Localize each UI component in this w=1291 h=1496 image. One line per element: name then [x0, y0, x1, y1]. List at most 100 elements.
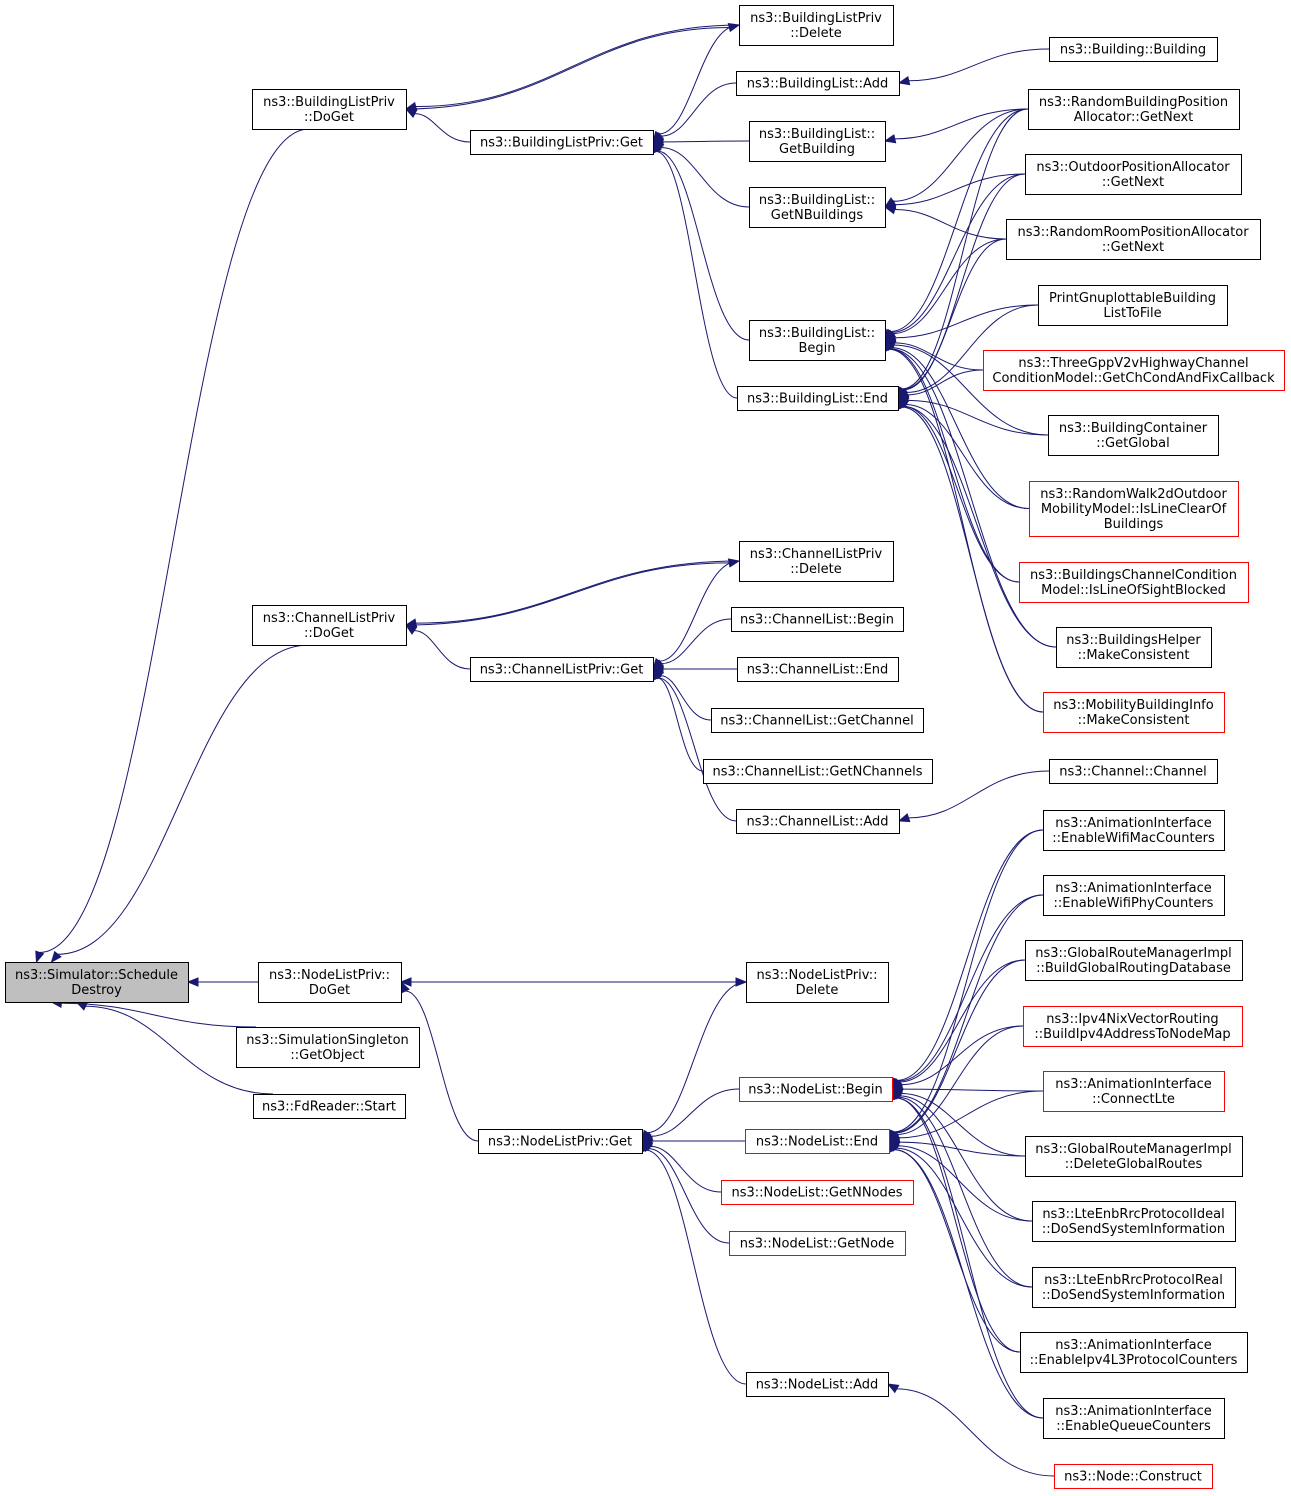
node-label-line: Begin [798, 341, 835, 356]
node-box [983, 350, 1285, 391]
node-clp-doget[interactable]: ns3::ChannelListPriv::DoGet [252, 605, 407, 646]
node-channel[interactable]: ns3::Channel::Channel [1049, 759, 1218, 784]
call-edge-clp_get-to-clp_doget [404, 624, 471, 670]
node-ipv4nix[interactable]: ns3::Ipv4NixVectorRouting::BuildIpv4Addr… [1023, 1006, 1243, 1047]
node-building[interactable]: ns3::Building::Building [1049, 37, 1218, 62]
node-ss-getobject[interactable]: ns3::SimulationSingleton::GetObject [236, 1027, 420, 1068]
call-edge-nl_getnnodes-to-nlp_get [640, 1140, 722, 1193]
node-node-construct[interactable]: ns3::Node::Construct [1054, 1464, 1213, 1489]
call-edge-nlp_delete-to-nlp_get [641, 981, 747, 1143]
node-blp-doget[interactable]: ns3::BuildingListPriv::DoGet [252, 89, 407, 130]
call-edge-bl_getn-to-blp_get [651, 141, 750, 208]
node-box [711, 708, 924, 733]
node-label-line: ns3::ChannelListPriv [263, 611, 396, 626]
node-label-line: GetNBuildings [771, 208, 864, 223]
call-edge-tgpp-to-bl_begin [883, 338, 984, 371]
node-clp-delete[interactable]: ns3::ChannelListPriv::Delete [739, 541, 894, 582]
node-box [739, 1077, 893, 1102]
node-cl-add[interactable]: ns3::ChannelList::Add [736, 809, 900, 834]
call-edge-nl_end-to-nlp_get [640, 1136, 746, 1146]
node-label-line: ListToFile [1103, 306, 1161, 321]
node-label-line: ns3::BuildingsHelper [1066, 633, 1201, 648]
node-blp-delete[interactable]: ns3::BuildingListPriv::Delete [739, 5, 894, 46]
node-lte-ideal[interactable]: ns3::LteEnbRrcProtocolIdeal::DoSendSyste… [1032, 1201, 1236, 1242]
node-ai-wmac[interactable]: ns3::AnimationInterface::EnableWifiMacCo… [1043, 810, 1225, 851]
node-nl-add[interactable]: ns3::NodeList::Add [746, 1372, 889, 1397]
node-bl-getn[interactable]: ns3::BuildingList::GetNBuildings [749, 187, 886, 228]
node-ai-queue[interactable]: ns3::AnimationInterface::EnableQueueCoun… [1043, 1398, 1225, 1439]
node-ai-lte[interactable]: ns3::AnimationInterface::ConnectLte [1043, 1071, 1225, 1112]
node-grm-delete[interactable]: ns3::GlobalRouteManagerImpl::DeleteGloba… [1025, 1136, 1243, 1177]
node-box [1043, 1071, 1225, 1112]
node-label-line: ns3::BuildingsChannelCondition [1030, 568, 1237, 583]
node-rbpa[interactable]: ns3::RandomBuildingPositionAllocator::Ge… [1028, 89, 1240, 130]
node-label-line: ::DoGet [304, 626, 354, 641]
node-grm-build[interactable]: ns3::GlobalRouteManagerImpl::BuildGlobal… [1025, 940, 1243, 981]
call-edge-bl_begin-to-blp_get [652, 140, 750, 341]
node-label-line: ns3::GlobalRouteManagerImpl [1035, 1142, 1232, 1157]
node-nl-getnnodes[interactable]: ns3::NodeList::GetNNodes [721, 1180, 914, 1205]
node-box [1054, 1464, 1213, 1489]
node-box [749, 320, 886, 361]
node-box [1049, 759, 1218, 784]
node-label-line: ns3::RandomBuildingPosition [1039, 95, 1228, 110]
node-bl-begin[interactable]: ns3::BuildingList::Begin [749, 320, 886, 361]
node-bc-global[interactable]: ns3::BuildingContainer::GetGlobal [1048, 415, 1219, 456]
node-nlp-doget[interactable]: ns3::NodeListPriv::DoGet [258, 962, 402, 1003]
node-box [1023, 1006, 1243, 1047]
node-label-line: ns3::ChannelList::Add [746, 815, 888, 830]
call-edge-cl_getn-to-clp_get [652, 667, 704, 772]
node-blp-get[interactable]: ns3::BuildingListPriv::Get [470, 130, 654, 155]
node-fd-start[interactable]: ns3::FdReader::Start [253, 1094, 406, 1119]
node-label-line: Buildings [1104, 517, 1164, 532]
node-label-line: ns3::BuildingListPriv [263, 95, 395, 110]
node-nl-begin[interactable]: ns3::NodeList::Begin [739, 1077, 893, 1102]
node-nlp-delete[interactable]: ns3::NodeListPriv::Delete [746, 962, 889, 1003]
node-label-line: ::DoSendSystemInformation [1042, 1222, 1225, 1237]
node-label-line: ns3::ChannelList::GetChannel [720, 714, 913, 729]
node-label-line: ::BuildIpv4AddressToNodeMap [1034, 1027, 1230, 1042]
node-label-line: ns3::Simulator::Schedule [15, 968, 178, 983]
node-mbi-mc[interactable]: ns3::MobilityBuildingInfo::MakeConsisten… [1043, 692, 1225, 733]
node-label-line: ns3::BuildingContainer [1059, 421, 1208, 436]
node-box [1020, 1332, 1248, 1373]
call-edge-ai_wmac-to-nl_begin [891, 829, 1044, 1091]
node-bccm[interactable]: ns3::BuildingsChannelConditionModel::IsL… [1019, 562, 1249, 603]
call-edge-ai_wphy-to-nl_begin [891, 894, 1044, 1091]
node-label-line: ::EnableQueueCounters [1056, 1419, 1211, 1434]
node-nl-end[interactable]: ns3::NodeList::End [745, 1129, 890, 1154]
node-ai-ipv4[interactable]: ns3::AnimationInterface::EnableIpv4L3Pro… [1020, 1332, 1248, 1373]
call-edge-bl_add-to-blp_get [651, 82, 737, 143]
node-cl-end[interactable]: ns3::ChannelList::End [737, 657, 899, 682]
node-label-line: ns3::NodeList::Add [756, 1378, 879, 1393]
node-box [746, 1372, 889, 1397]
node-box [749, 187, 886, 228]
node-bh-mc[interactable]: ns3::BuildingsHelper::MakeConsistent [1056, 627, 1212, 668]
node-bl-add[interactable]: ns3::BuildingList::Add [736, 71, 900, 96]
node-lte-real[interactable]: ns3::LteEnbRrcProtocolReal::DoSendSystem… [1032, 1267, 1236, 1308]
node-opa[interactable]: ns3::OutdoorPositionAllocator::GetNext [1025, 154, 1242, 195]
node-box [739, 541, 894, 582]
node-rw2d[interactable]: ns3::RandomWalk2dOutdoorMobilityModel::I… [1029, 481, 1239, 537]
node-box [721, 1180, 914, 1205]
node-tgpp[interactable]: ns3::ThreeGppV2vHighwayChannelConditionM… [983, 350, 1285, 391]
node-rrpa[interactable]: ns3::RandomRoomPositionAllocator::GetNex… [1006, 219, 1261, 260]
node-nlp-get[interactable]: ns3::NodeListPriv::Get [478, 1129, 643, 1154]
node-label-line: ns3::RandomWalk2dOutdoor [1040, 487, 1227, 502]
node-label-line: ::EnableIpv4L3ProtocolCounters [1030, 1353, 1238, 1368]
call-edge-grm_build-to-nl_begin [891, 959, 1026, 1090]
node-bl-end[interactable]: ns3::BuildingList::End [737, 386, 899, 411]
node-cl-getn[interactable]: ns3::ChannelList::GetNChannels [703, 759, 933, 784]
node-label-line: ::ConnectLte [1092, 1092, 1175, 1107]
node-nl-getnode[interactable]: ns3::NodeList::GetNode [729, 1231, 906, 1256]
node-label-line: ns3::NodeListPriv::Get [488, 1135, 632, 1150]
node-ai-wphy[interactable]: ns3::AnimationInterface::EnableWifiPhyCo… [1043, 875, 1225, 916]
node-cl-begin[interactable]: ns3::ChannelList::Begin [731, 607, 904, 632]
node-clp-get[interactable]: ns3::ChannelListPriv::Get [470, 657, 654, 682]
node-bl-getbuilding[interactable]: ns3::BuildingList::GetBuilding [749, 121, 886, 162]
node-cl-getchannel[interactable]: ns3::ChannelList::GetChannel [711, 708, 924, 733]
call-edge-opa-to-bl_getn [883, 173, 1026, 210]
